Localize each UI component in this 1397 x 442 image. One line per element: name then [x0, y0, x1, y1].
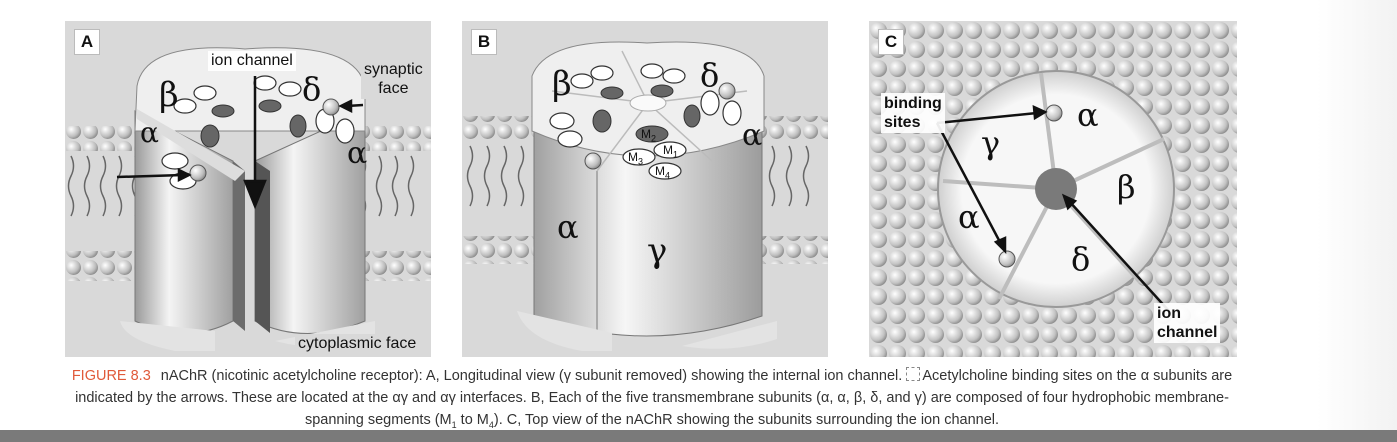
m1-sub: 1 [673, 149, 679, 160]
synaptic-line1: synaptic [364, 61, 423, 78]
caption-line-1: FIGURE 8.3 nAChR (nicotinic acetylcholine… [62, 365, 1242, 387]
caption-text-1b: Acetylcholine binding sites on the α sub… [922, 368, 1233, 384]
cytoplasmic-face-label: cytoplasmic face [295, 334, 420, 354]
beta-label: β [1117, 168, 1136, 206]
panel-b-letter: B [471, 29, 497, 55]
caption-text-1: nAChR (nicotinic acetylcholine receptor)… [160, 368, 907, 384]
figure-panel-b: B β δ α α γ M2 M1 M3 M4 [462, 21, 828, 357]
m2-letter: M [641, 127, 651, 141]
binding-line2: sites [884, 114, 921, 131]
figure-panel-c: C binding sites ion channel α γ α β δ [869, 21, 1237, 357]
binding-line1: binding [884, 95, 942, 112]
ion-line1: ion [1157, 305, 1181, 322]
m3-sub: 3 [638, 156, 644, 167]
synaptic-line2: face [378, 80, 409, 97]
m3-letter: M [628, 150, 638, 164]
figure-caption: FIGURE 8.3 nAChR (nicotinic acetylcholine… [62, 365, 1242, 436]
caption-text-3b: to M [456, 412, 489, 428]
panel-c-illustration [869, 21, 1237, 357]
m1-letter: M [663, 143, 673, 157]
panel-b-illustration [462, 41, 828, 351]
alpha-top-label: α [1077, 96, 1099, 134]
gamma-label: γ [647, 231, 668, 271]
m2-sub: 2 [651, 133, 657, 144]
alpha-left-label: α [958, 198, 980, 236]
caption-text-3a: spanning segments (M [304, 412, 452, 428]
alpha-side-label: α [557, 208, 579, 246]
caption-line-2: indicated by the arrows. These are locat… [75, 390, 1229, 406]
panel-c-letter: C [878, 29, 904, 55]
synaptic-label: synaptic face [361, 59, 426, 99]
delta-label: δ [302, 70, 322, 108]
ion-channel-label: ion channel [1154, 303, 1221, 343]
alpha-left-label: α [140, 116, 159, 149]
delta-label: δ [1071, 240, 1091, 278]
m3-label: M3 [628, 148, 643, 170]
m4-label: M4 [655, 162, 670, 184]
ion-channel-label: ion channel [208, 51, 296, 71]
alpha-right-label: α [347, 136, 368, 171]
alpha-top-label: α [742, 118, 763, 153]
delta-label: δ [700, 56, 720, 94]
caption-sub-4: 4 [488, 419, 494, 430]
m4-letter: M [655, 164, 665, 178]
caption-line-3: spanning segments (M1 to M4). C, Top vie… [62, 409, 1242, 436]
caption-sub-1: 1 [451, 419, 457, 430]
figure-panel-a: A ion channel synaptic face cytoplasmic … [65, 21, 431, 357]
binding-sites-label: binding sites [881, 93, 945, 133]
ion-line2: channel [1157, 324, 1218, 341]
right-margin-strip [1317, 0, 1397, 430]
beta-label: β [552, 64, 572, 104]
panel-a-illustration [65, 47, 431, 351]
missing-glyph-icon [906, 367, 921, 381]
caption-text-3c: ). C, Top view of the nAChR showing the … [493, 412, 1000, 428]
beta-label: β [159, 75, 179, 115]
m1-label: M1 [663, 141, 678, 163]
bottom-bar [0, 430, 1397, 442]
gamma-label: γ [981, 124, 1001, 162]
figure-label: FIGURE 8.3 [71, 368, 151, 384]
panel-a-letter: A [74, 29, 100, 55]
m2-label: M2 [641, 125, 656, 147]
m4-sub: 4 [665, 170, 671, 181]
